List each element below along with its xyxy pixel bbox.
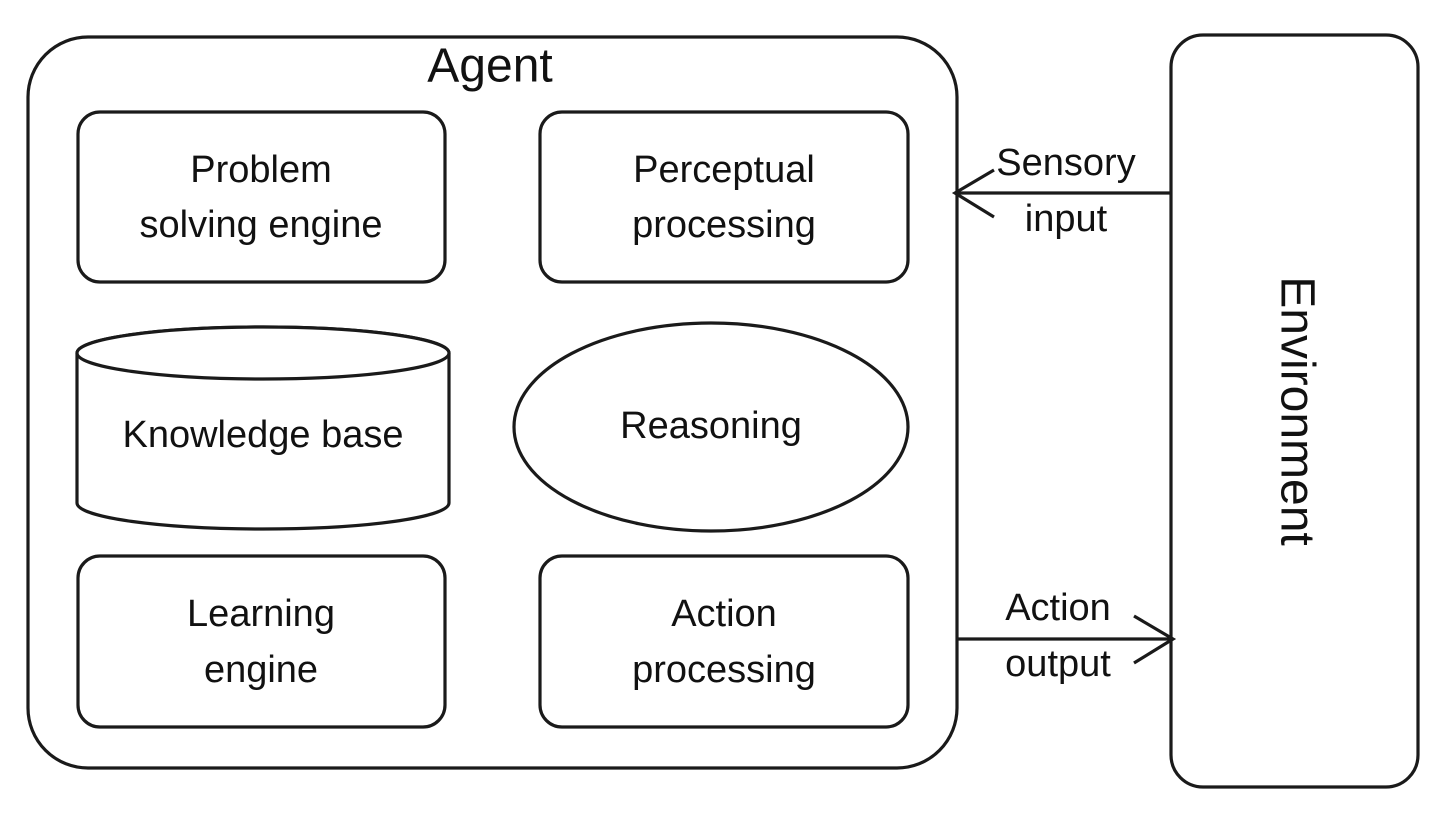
reasoning-ellipse[interactable]	[512, 321, 910, 533]
perceptual-processing-label-line1: Perceptual	[633, 149, 815, 191]
learning-engine-label-line2: engine	[204, 649, 318, 691]
knowledge-base-cylinder[interactable]	[75, 325, 451, 531]
sensory-input-label-line2: input	[1025, 198, 1108, 240]
problem-solving-engine-label-line2: solving engine	[140, 204, 383, 246]
problem-solving-engine-box[interactable]	[76, 110, 447, 284]
environment-box[interactable]	[1169, 33, 1420, 789]
perceptual-processing-box[interactable]	[538, 110, 910, 284]
action-output-label-line2: output	[1005, 643, 1111, 685]
learning-engine-label-line1: Learning	[187, 593, 335, 635]
sensory-input-connector	[951, 168, 1171, 219]
problem-solving-engine-label-line1: Problem	[190, 149, 332, 191]
agent-title: Agent	[427, 40, 552, 93]
action-output-connector	[957, 614, 1177, 665]
knowledge-base-label: Knowledge base	[123, 414, 404, 456]
action-processing-box[interactable]	[538, 554, 910, 729]
perceptual-processing-label-line2: processing	[632, 204, 816, 246]
learning-engine-box[interactable]	[76, 554, 447, 729]
reasoning-label: Reasoning	[620, 405, 802, 447]
sensory-input-arrowhead	[951, 168, 995, 219]
action-processing-label-line2: processing	[632, 649, 816, 691]
action-output-label-line1: Action	[1005, 587, 1111, 629]
action-output-arrowhead	[1133, 614, 1177, 665]
environment-label: Environment	[1270, 276, 1323, 545]
action-processing-label-line1: Action	[671, 593, 777, 635]
sensory-input-label-line1: Sensory	[996, 142, 1135, 184]
